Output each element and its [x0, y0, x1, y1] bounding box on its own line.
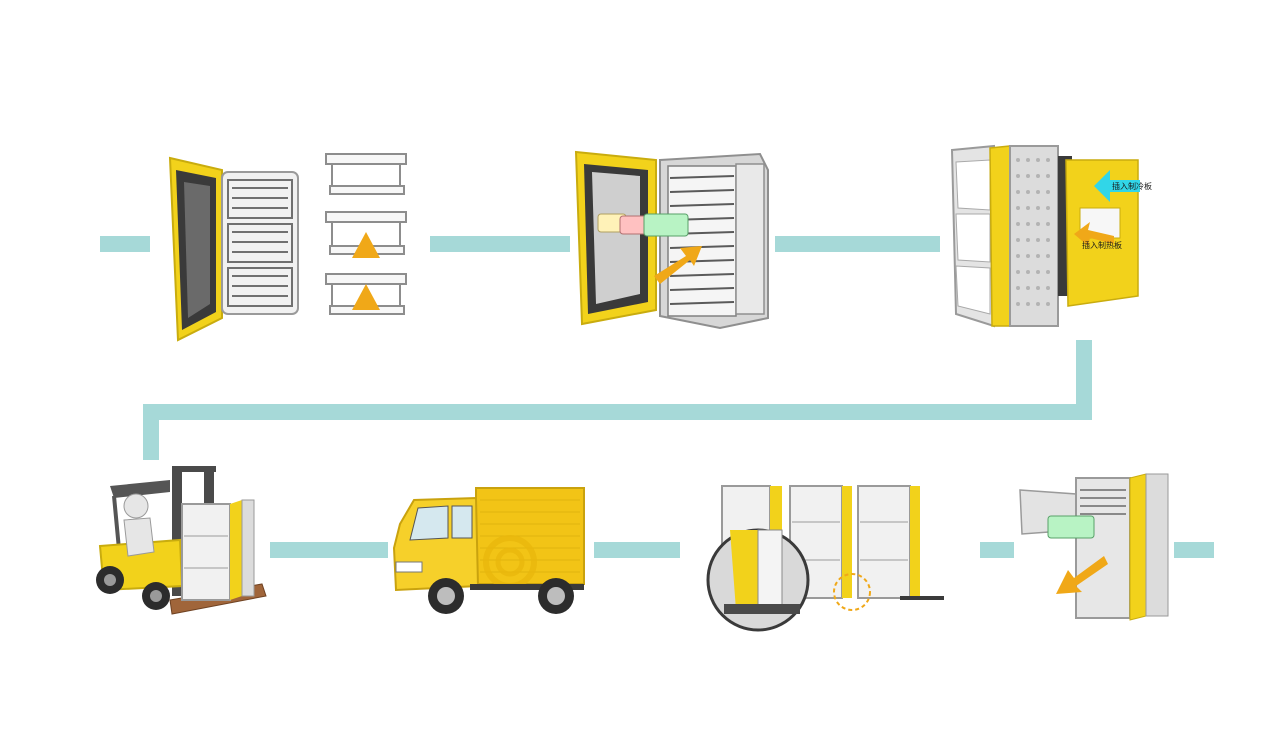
linked-cabinets-detail-icon	[680, 482, 980, 648]
forklift-carrying-cabinet-icon	[90, 460, 270, 625]
flow-line-middle	[143, 404, 1092, 420]
open-cabinet-with-shelves-icon	[150, 150, 430, 350]
heat-panel-label: 插入制热板	[1082, 240, 1122, 250]
unloading-food-tray-icon	[1014, 470, 1174, 630]
delivery-truck-icon	[388, 484, 594, 624]
cold-panel-label: 插入制冷板	[1112, 181, 1152, 191]
closed-cabinet-inserting-panels-icon: 插入制冷板 插入制热板	[940, 140, 1155, 340]
loading-food-trays-icon	[570, 146, 775, 336]
